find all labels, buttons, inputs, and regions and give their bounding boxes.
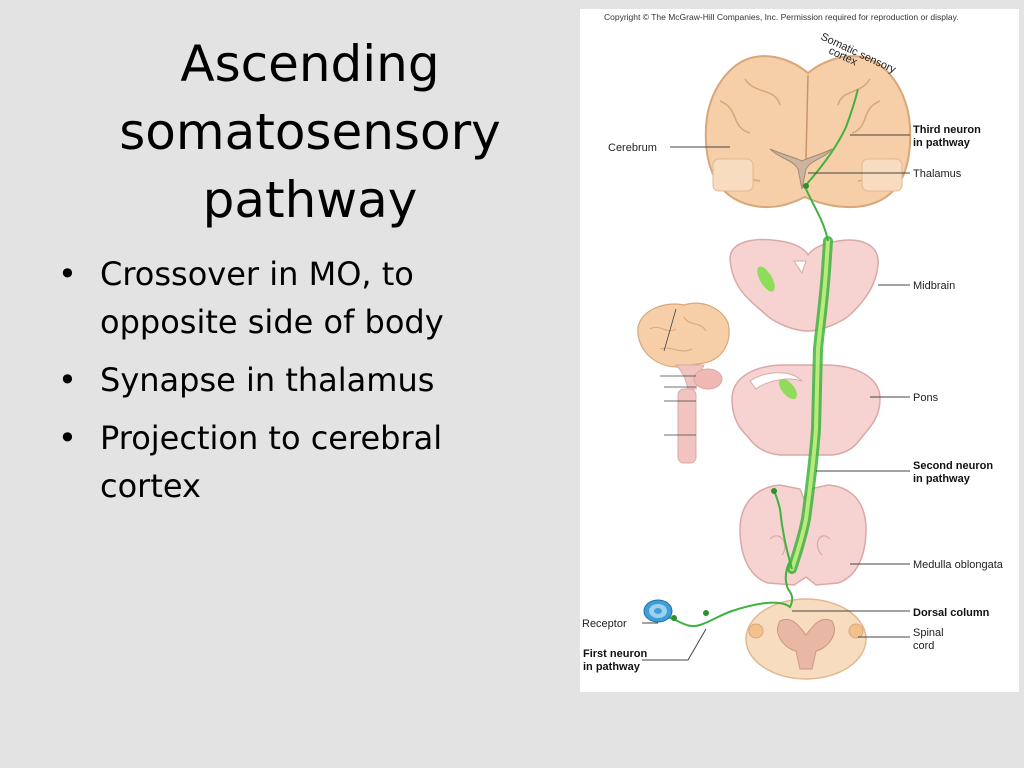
title-line-2: somatosensory [119, 103, 501, 161]
whole-brain-inset [637, 302, 730, 464]
spinal-cord-illustration [745, 598, 867, 680]
label-cerebrum: Cerebrum [608, 142, 657, 154]
label-medulla: Medulla oblongata [913, 559, 1004, 571]
bullet-text: Crossover in MO, to opposite side of bod… [100, 255, 444, 341]
label-leader-lines [642, 134, 910, 661]
label-cord: cord [913, 640, 934, 652]
bullet-marker: • [58, 419, 77, 457]
copyright-notice: Copyright © The McGraw-Hill Companies, I… [604, 12, 959, 22]
label-thalamus: Thalamus [913, 168, 962, 180]
label-first-neuron-2: in pathway [583, 661, 641, 673]
bullet-marker: • [58, 361, 77, 399]
bullet-item: • Projection to cerebral cortex [58, 414, 548, 510]
midbrain-illustration [729, 238, 879, 332]
title-line-1: Ascending [180, 35, 440, 93]
bullet-list: • Crossover in MO, to opposite side of b… [58, 250, 548, 520]
pathway-diagram: Copyright © The McGraw-Hill Companies, I… [582, 12, 1004, 680]
bullet-text: Projection to cerebral cortex [100, 419, 443, 505]
cerebrum-illustration [704, 55, 912, 209]
label-third-neuron-1: Third neuron [913, 124, 981, 136]
label-second-neuron-1: Second neuron [913, 460, 993, 472]
bullet-item: • Synapse in thalamus [58, 356, 548, 404]
label-pons: Pons [913, 392, 939, 404]
label-second-neuron-2: in pathway [913, 473, 971, 485]
label-first-neuron-1: First neuron [583, 648, 647, 660]
bullet-item: • Crossover in MO, to opposite side of b… [58, 250, 548, 346]
label-dorsal-column: Dorsal column [913, 607, 990, 619]
label-midbrain: Midbrain [913, 280, 955, 292]
label-spinal: Spinal [913, 627, 944, 639]
bullet-marker: • [58, 255, 77, 293]
pons-illustration [731, 364, 881, 456]
neural-pathway [667, 88, 859, 627]
label-third-neuron-2: in pathway [913, 137, 971, 149]
label-receptor: Receptor [582, 618, 627, 630]
bullet-text: Synapse in thalamus [100, 361, 435, 399]
slide-title: Ascending somatosensory pathway [40, 30, 580, 234]
pathway-figure: Copyright © The McGraw-Hill Companies, I… [580, 9, 1019, 692]
title-line-3: pathway [202, 171, 418, 229]
receptor-illustration [643, 599, 673, 623]
